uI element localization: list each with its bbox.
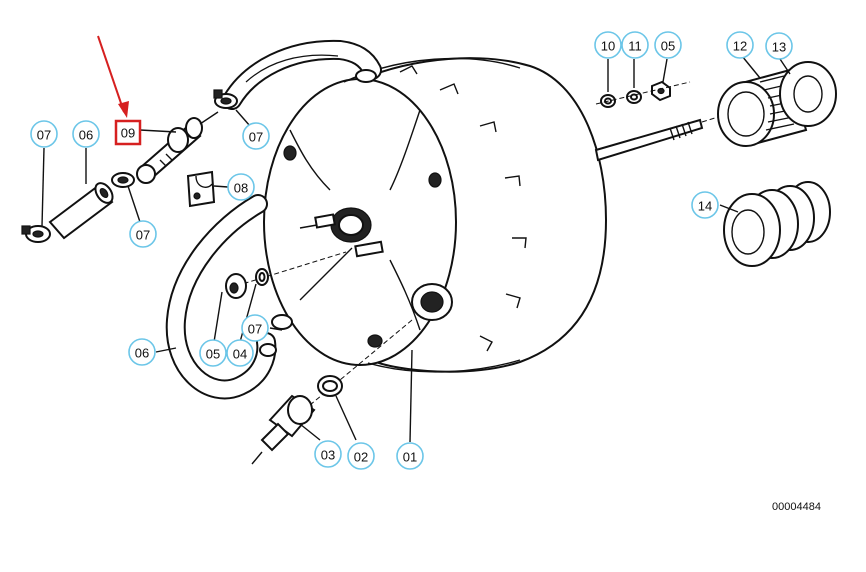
rubber-boot	[719, 181, 831, 267]
oring-and-connector	[251, 375, 357, 465]
svg-text:12: 12	[733, 39, 747, 54]
callout-05-lower: 05	[199, 339, 227, 367]
callout-02: 02	[347, 442, 375, 470]
check-valve-09	[136, 111, 219, 184]
svg-text:07: 07	[249, 130, 263, 145]
callout-06-short: 06	[72, 120, 100, 148]
callout-07-left: 07	[30, 120, 58, 148]
small-parts-top	[595, 58, 691, 108]
callout-13: 13	[765, 32, 793, 60]
svg-text:14: 14	[698, 199, 712, 214]
callout-04: 04	[226, 339, 254, 367]
callout-09-highlighted: 09	[114, 119, 142, 146]
svg-text:06: 06	[79, 128, 93, 143]
callout-06-hose: 06	[128, 338, 156, 366]
svg-text:08: 08	[234, 181, 248, 196]
callout-03: 03	[314, 440, 342, 468]
svg-text:10: 10	[601, 39, 615, 54]
svg-text:13: 13	[772, 40, 786, 55]
short-hose-left	[21, 147, 141, 243]
vacuum-hose-upper	[213, 39, 382, 127]
svg-text:02: 02	[354, 450, 368, 465]
callout-11: 11	[621, 31, 649, 59]
svg-text:05: 05	[206, 347, 220, 362]
callout-10: 10	[594, 31, 622, 59]
svg-text:03: 03	[321, 448, 335, 463]
svg-text:07: 07	[248, 322, 262, 337]
callout-14: 14	[691, 191, 719, 219]
callout-07-top: 07	[242, 122, 270, 150]
filter-and-damper	[717, 55, 837, 147]
svg-text:01: 01	[403, 450, 417, 465]
grommet-washer-clip	[213, 268, 293, 357]
callout-07-lower: 07	[241, 314, 269, 342]
svg-text:07: 07	[136, 228, 150, 243]
vacuum-hose-lower	[155, 194, 277, 400]
callout-07-valve: 07	[129, 220, 157, 248]
callout-05-upper: 05	[654, 31, 682, 59]
svg-text:07: 07	[37, 128, 51, 143]
drawing-number: 00004484	[772, 501, 821, 513]
bracket-08	[186, 170, 229, 208]
leader-01	[409, 349, 413, 443]
brake-booster	[235, 57, 761, 431]
svg-text:09: 09	[121, 126, 135, 141]
svg-text:06: 06	[135, 346, 149, 361]
callout-12: 12	[726, 31, 754, 59]
callout-01: 01	[396, 442, 424, 470]
highlight-arrow	[97, 35, 129, 118]
callout-08: 08	[227, 173, 255, 201]
svg-text:04: 04	[233, 347, 247, 362]
svg-text:11: 11	[628, 39, 642, 54]
svg-text:05: 05	[661, 39, 675, 54]
